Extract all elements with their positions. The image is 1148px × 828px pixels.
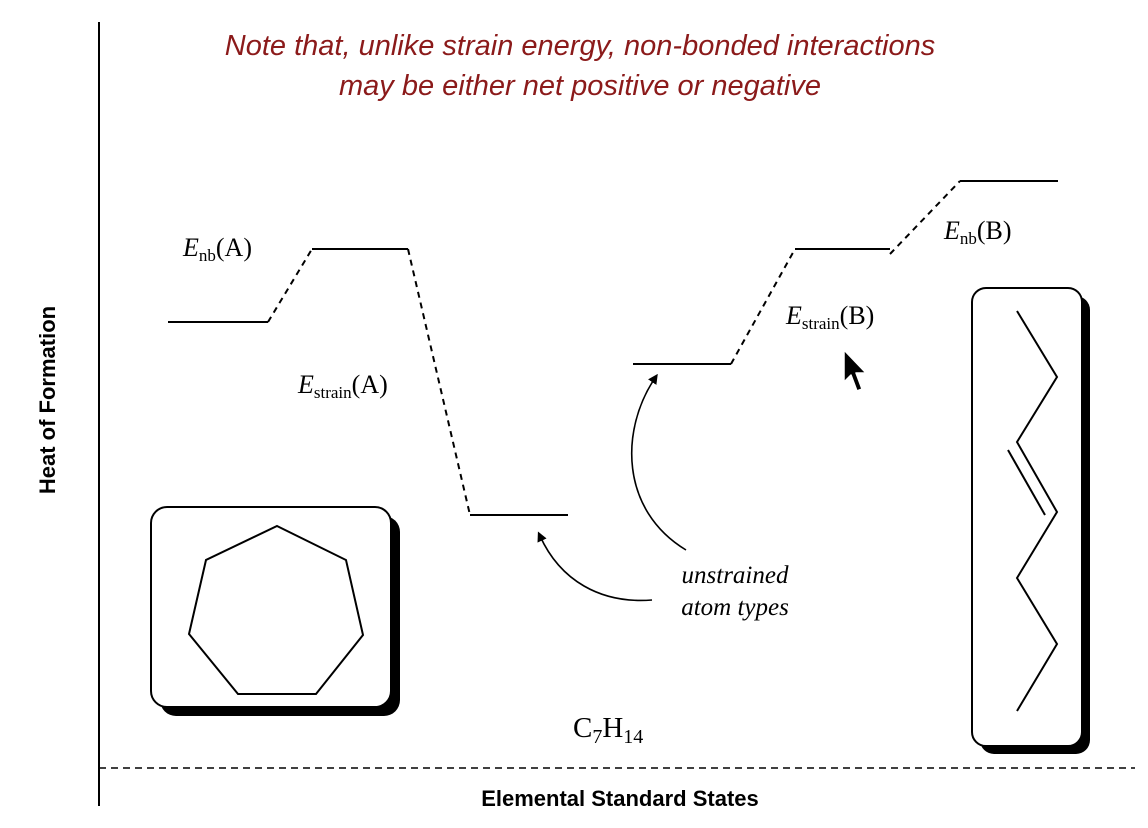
unstrained-atom-types-label: unstrained atom types xyxy=(640,560,830,624)
heptene-chain xyxy=(1015,310,1059,712)
cycloheptane-ring xyxy=(187,524,365,695)
arrow-to-level-b xyxy=(630,373,687,551)
connector-a-nb xyxy=(267,248,313,323)
double-bond-line xyxy=(1007,449,1046,516)
label-enb-b: Enb(B) xyxy=(944,216,1012,248)
arrow-to-level-a xyxy=(537,531,653,602)
label-enb-a: Enb(A) xyxy=(183,233,252,265)
y-axis-label-text: Heat of Formation xyxy=(35,305,60,495)
label-estrain-b: Estrain(B) xyxy=(786,301,875,333)
structure-b-box xyxy=(971,287,1083,747)
note-line-1: Note that, unlike strain energy, non-bon… xyxy=(224,30,936,62)
note-line-2: may be either net positive or negative xyxy=(339,70,821,102)
connector-b-nb xyxy=(889,180,961,255)
note-text: Note that, unlike strain energy, non-bon… xyxy=(120,26,1040,106)
x-axis-label: Elemental Standard States xyxy=(481,786,759,811)
mouse-pointer-icon xyxy=(843,349,867,392)
unstrained-line-2: atom types xyxy=(681,594,789,621)
label-estrain-a: Estrain(A) xyxy=(298,370,388,402)
unstrained-line-1: unstrained xyxy=(681,562,789,589)
molecular-formula: C7H14 xyxy=(573,712,644,748)
connector-a-strain xyxy=(407,248,471,516)
structure-a-box xyxy=(150,506,392,708)
